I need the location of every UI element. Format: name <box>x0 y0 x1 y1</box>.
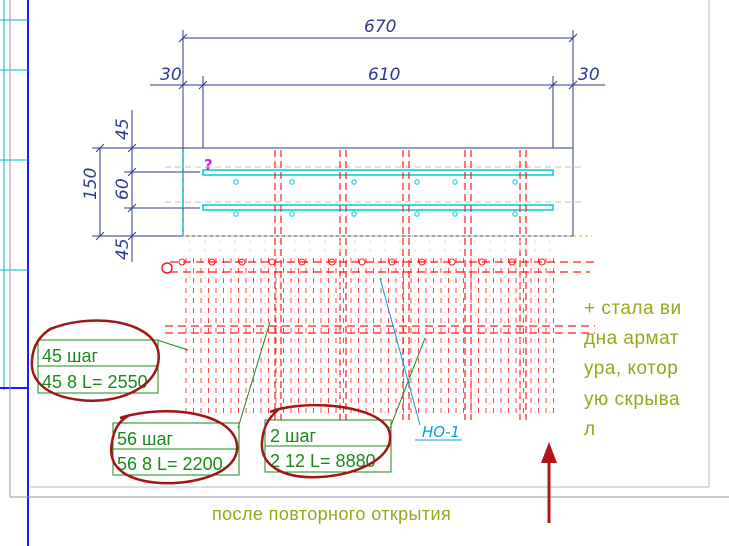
horizontal-rebars <box>202 169 554 211</box>
annotation-line-4: ую скрыва <box>584 389 681 410</box>
marker-label: НО-1 <box>422 423 460 441</box>
section-outline <box>182 147 592 237</box>
annotation-line-1: + стала ви <box>584 298 682 319</box>
up-arrow-icon <box>541 442 557 523</box>
callout-2-spec: 56 8 L= 2200 <box>117 454 223 474</box>
callout-2-step: 56 шаг <box>117 429 173 449</box>
dimension-lines <box>92 30 605 262</box>
magenta-marker-icon: ? <box>204 156 213 174</box>
callout-1: 45 шаг 45 8 L= 2550 <box>37 339 159 394</box>
callout-1-spec: 45 8 L= 2550 <box>42 372 148 392</box>
annotation-line-2: дна армат <box>584 328 679 349</box>
dim-top-gap-label: 45 <box>113 118 133 140</box>
vertical-rebars <box>161 150 598 420</box>
dim-right-offset-label: 30 <box>578 65 600 85</box>
dim-total-height-label: 150 <box>81 168 101 200</box>
caption-text: после повторного открытия <box>212 504 452 524</box>
annotation-line-3: ура, котор <box>584 358 679 379</box>
callout-1-step: 45 шаг <box>42 346 98 366</box>
callout-2: 56 шаг 56 8 L= 2200 <box>112 422 240 476</box>
dim-middle-gap-label: 60 <box>113 178 133 200</box>
annotation-line-5: л <box>584 419 596 440</box>
callout-3-spec: 2 12 L= 8880 <box>270 451 376 471</box>
highlight-circles <box>30 319 392 485</box>
dim-left-offset-label: 30 <box>160 65 182 85</box>
callout-3-step: 2 шаг <box>270 426 316 446</box>
dim-bottom-gap-label: 45 <box>113 238 133 260</box>
callout-3: 2 шаг 2 12 L= 8880 <box>264 419 392 473</box>
dim-middle-label: 610 <box>368 65 400 85</box>
dim-overall-label: 670 <box>364 17 396 37</box>
